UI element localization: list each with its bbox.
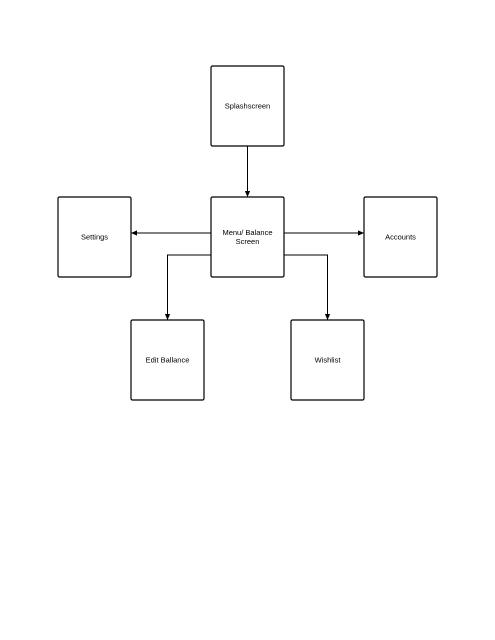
node-box xyxy=(130,319,205,401)
node-box xyxy=(290,319,365,401)
edge-line xyxy=(167,254,211,320)
node-edit-balance: Edit Ballance xyxy=(130,319,205,401)
node-label: Splashscreen xyxy=(225,102,270,111)
edge-splash-to-menu xyxy=(244,146,251,197)
node-settings: Settings xyxy=(57,196,132,278)
edge-line xyxy=(284,254,328,320)
node-label: Accounts xyxy=(385,233,416,242)
edges-layer xyxy=(131,146,364,320)
node-box xyxy=(57,196,132,278)
arrowhead xyxy=(244,191,251,197)
edge-menu-to-wishlist xyxy=(284,254,331,320)
node-accounts: Accounts xyxy=(363,196,438,278)
node-splash: Splashscreen xyxy=(210,65,285,147)
edge-menu-to-accounts xyxy=(284,230,364,236)
edge-menu-to-settings xyxy=(131,230,211,236)
edge-menu-to-edit-balance xyxy=(164,254,211,320)
node-box xyxy=(210,196,285,278)
node-box xyxy=(210,65,285,147)
node-label: Settings xyxy=(81,233,108,242)
node-wishlist: Wishlist xyxy=(290,319,365,401)
arrowhead xyxy=(358,230,364,236)
node-label: Edit Ballance xyxy=(146,356,190,365)
node-box xyxy=(363,196,438,278)
arrowhead xyxy=(131,230,137,236)
node-label: Wishlist xyxy=(315,356,342,365)
arrowhead xyxy=(164,314,171,320)
arrowhead xyxy=(324,314,331,320)
